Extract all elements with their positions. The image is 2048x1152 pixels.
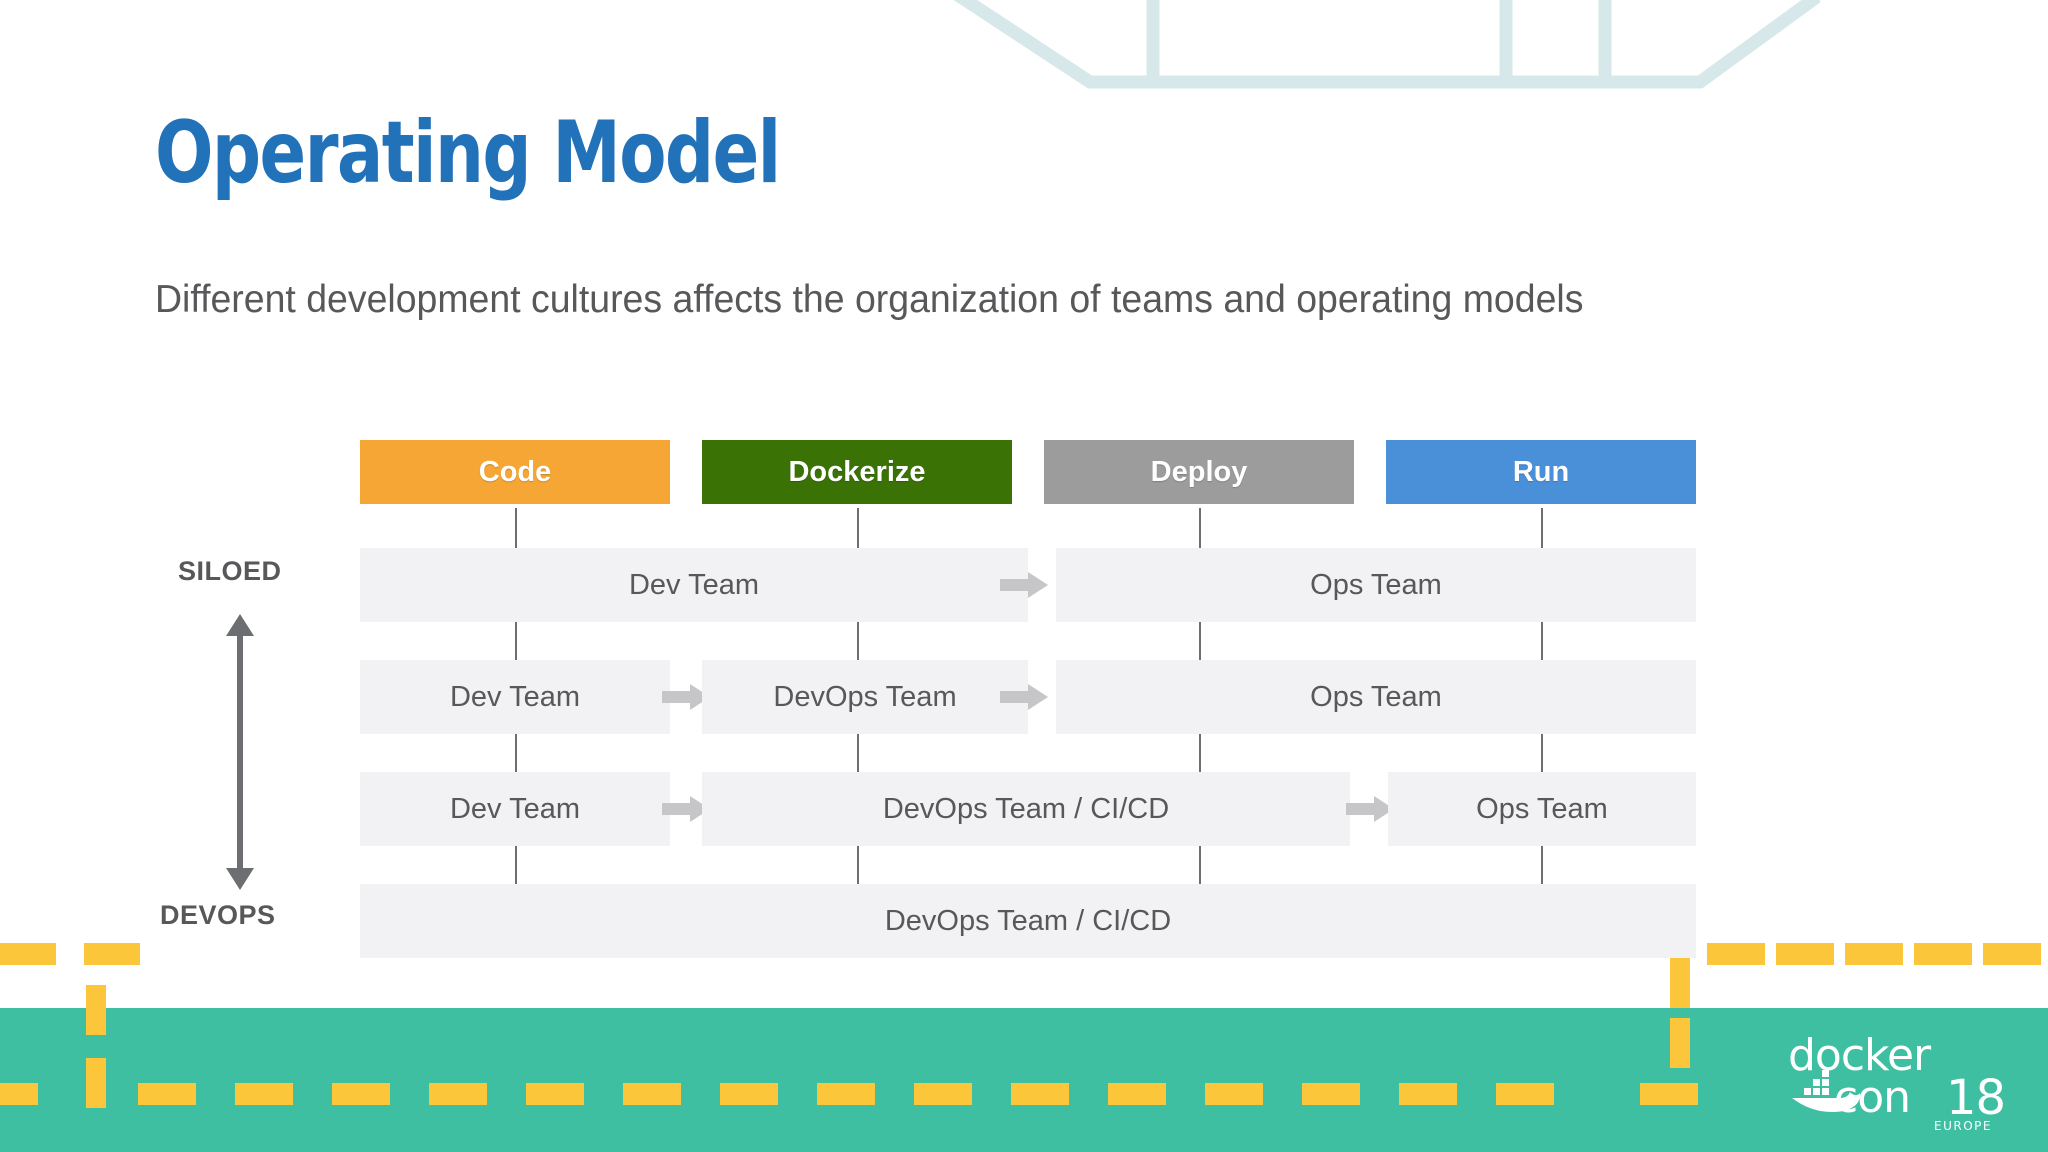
siloed-devops-axis-arrow: [226, 614, 254, 890]
dashed-path-segment: [1399, 1083, 1457, 1105]
column-header-run[interactable]: Run: [1386, 440, 1696, 504]
page-subtitle: Different development cultures affects t…: [155, 278, 1584, 321]
column-header-dockerize[interactable]: Dockerize: [702, 440, 1012, 504]
axis-label-siloed: SILOED: [178, 556, 282, 586]
column-guide-line-run: [1541, 846, 1543, 904]
column-guide-line-run: [1541, 508, 1543, 570]
cell-label: DevOps Team / CI/CD: [884, 904, 1172, 937]
cell-label: DevOps Team / CI/CD: [882, 792, 1170, 825]
dashed-path-segment: [84, 943, 140, 965]
dashed-path-segment: [1670, 1018, 1690, 1068]
dashed-path-segment: [86, 985, 106, 1035]
dashed-path-segment: [1205, 1083, 1263, 1105]
flow-arrow-right: [1000, 684, 1048, 710]
dashed-path-segment: [429, 1083, 487, 1105]
dashed-path-segment: [623, 1083, 681, 1105]
column-guide-line-deploy: [1199, 622, 1201, 680]
row-2-cell-dev-team[interactable]: Dev Team: [360, 660, 670, 734]
dashed-path-segment: [1914, 943, 1972, 965]
dashed-path-segment: [235, 1083, 293, 1105]
dashed-path-segment: [1845, 943, 1903, 965]
column-header-label: Deploy: [1150, 455, 1248, 488]
column-guide-line-deploy: [1199, 508, 1201, 570]
dashed-path-segment: [1670, 958, 1690, 1008]
flow-arrow-right: [1346, 796, 1394, 822]
dashed-path-segment: [526, 1083, 584, 1105]
cell-label: Dev Team: [628, 568, 760, 601]
flow-arrow-right: [1000, 572, 1048, 598]
axis-label-devops: DEVOPS: [160, 900, 276, 930]
dashed-path-segment: [0, 943, 56, 965]
column-guide-line-run: [1541, 622, 1543, 680]
row-1-cell-dev-team[interactable]: Dev Team: [360, 548, 1028, 622]
column-header-deploy[interactable]: Deploy: [1044, 440, 1354, 504]
dashed-path-segment: [138, 1083, 196, 1105]
row-3-cell-ops-team[interactable]: Ops Team: [1388, 772, 1696, 846]
column-guide-line-code: [515, 508, 517, 570]
column-header-label: Code: [478, 455, 552, 488]
dashed-path-segment: [1776, 943, 1834, 965]
row-3-cell-devops-team-cicd[interactable]: DevOps Team / CI/CD: [702, 772, 1350, 846]
column-guide-line-deploy: [1199, 846, 1201, 904]
column-header-label: Dockerize: [788, 455, 926, 488]
dashed-path-segment: [1640, 1083, 1698, 1105]
svg-text:18: 18: [1946, 1070, 2005, 1126]
dashed-path-segment: [1496, 1083, 1554, 1105]
flow-arrow-right: [662, 796, 710, 822]
footer-band: [0, 1008, 2048, 1152]
column-guide-line-dockerize: [857, 846, 859, 904]
dashed-path-segment: [1983, 943, 2041, 965]
column-guide-line-code: [515, 622, 517, 680]
row-3-cell-dev-team[interactable]: Dev Team: [360, 772, 670, 846]
column-guide-line-code: [515, 846, 517, 904]
flow-arrow-right: [662, 684, 710, 710]
cell-label: Ops Team: [1310, 568, 1442, 601]
dashed-path-segment: [1011, 1083, 1069, 1105]
cell-label: Dev Team: [449, 680, 581, 713]
column-guide-line-dockerize: [857, 734, 859, 792]
row-2-cell-ops-team[interactable]: Ops Team: [1056, 660, 1696, 734]
dashed-path-segment: [1108, 1083, 1166, 1105]
column-guide-line-run: [1541, 734, 1543, 792]
page-title: Operating Model: [155, 103, 781, 203]
dashed-path-segment: [1707, 943, 1765, 965]
dashed-path-segment: [0, 1083, 38, 1105]
column-guide-line-deploy: [1199, 734, 1201, 792]
cell-label: DevOps Team: [773, 680, 957, 713]
dashed-path-segment: [817, 1083, 875, 1105]
row-4-cell-devops-team-cicd[interactable]: DevOps Team / CI/CD: [360, 884, 1696, 958]
column-header-code[interactable]: Code: [360, 440, 670, 504]
column-guide-line-dockerize: [857, 508, 859, 570]
cell-label: Ops Team: [1476, 792, 1608, 825]
row-1-cell-ops-team[interactable]: Ops Team: [1056, 548, 1696, 622]
dashed-path-segment: [720, 1083, 778, 1105]
column-header-label: Run: [1512, 455, 1570, 488]
svg-text:docker: docker: [1788, 1030, 1932, 1081]
column-guide-line-code: [515, 734, 517, 792]
column-guide-line-dockerize: [857, 622, 859, 680]
cell-label: Ops Team: [1310, 680, 1442, 713]
dashed-path-segment: [332, 1083, 390, 1105]
docker-whale-icon: [1792, 1070, 1861, 1112]
row-2-cell-devops-team[interactable]: DevOps Team: [702, 660, 1028, 734]
dockercon-logo: docker con 18 EUROPE: [1788, 1030, 2006, 1133]
svg-text:EUROPE: EUROPE: [1934, 1119, 1992, 1133]
cell-label: Dev Team: [449, 792, 581, 825]
dashed-path-segment: [914, 1083, 972, 1105]
dashed-path-segment: [86, 1058, 106, 1108]
dashed-path-segment: [1302, 1083, 1360, 1105]
